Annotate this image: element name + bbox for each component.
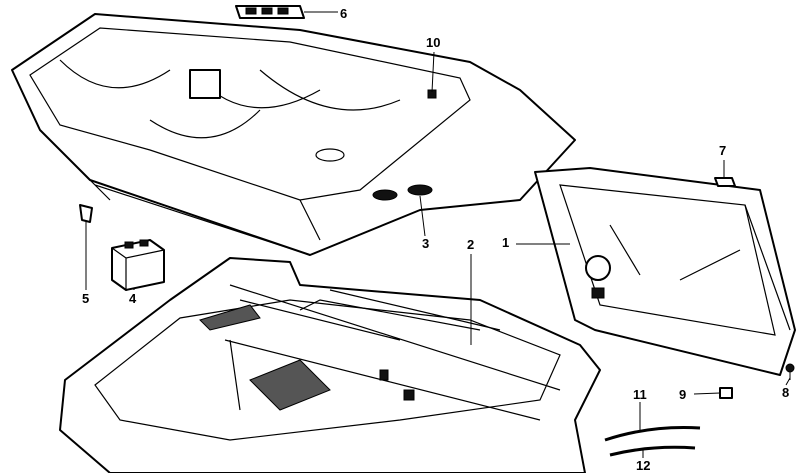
relay-part-4 [111, 239, 165, 291]
clip-part-9 [719, 387, 733, 399]
side-box-part-1 [534, 167, 796, 376]
callout-10: 10 [426, 35, 441, 50]
callout-9: 9 [679, 387, 687, 402]
callout-5: 5 [82, 291, 90, 306]
callout-11: 11 [633, 387, 647, 402]
callout-12: 12 [636, 458, 651, 473]
callout-3: 3 [422, 236, 430, 251]
callout-7: 7 [719, 143, 727, 158]
clip-part-5 [79, 204, 93, 223]
upper-housing-part [11, 13, 576, 256]
callout-1: 1 [502, 235, 510, 250]
lower-housing-part-2 [59, 257, 601, 473]
callout-6: 6 [340, 6, 348, 21]
screw-part-8 [785, 363, 795, 380]
leader-lines [85, 11, 791, 458]
callout-8: 8 [782, 385, 790, 400]
callout-4: 4 [129, 291, 137, 306]
callout-2: 2 [467, 237, 475, 252]
seal-strip-part-12 [609, 445, 696, 457]
clip-part-7 [714, 177, 736, 187]
connector-part-6 [235, 5, 305, 19]
seal-strip-part-11 [604, 426, 701, 442]
